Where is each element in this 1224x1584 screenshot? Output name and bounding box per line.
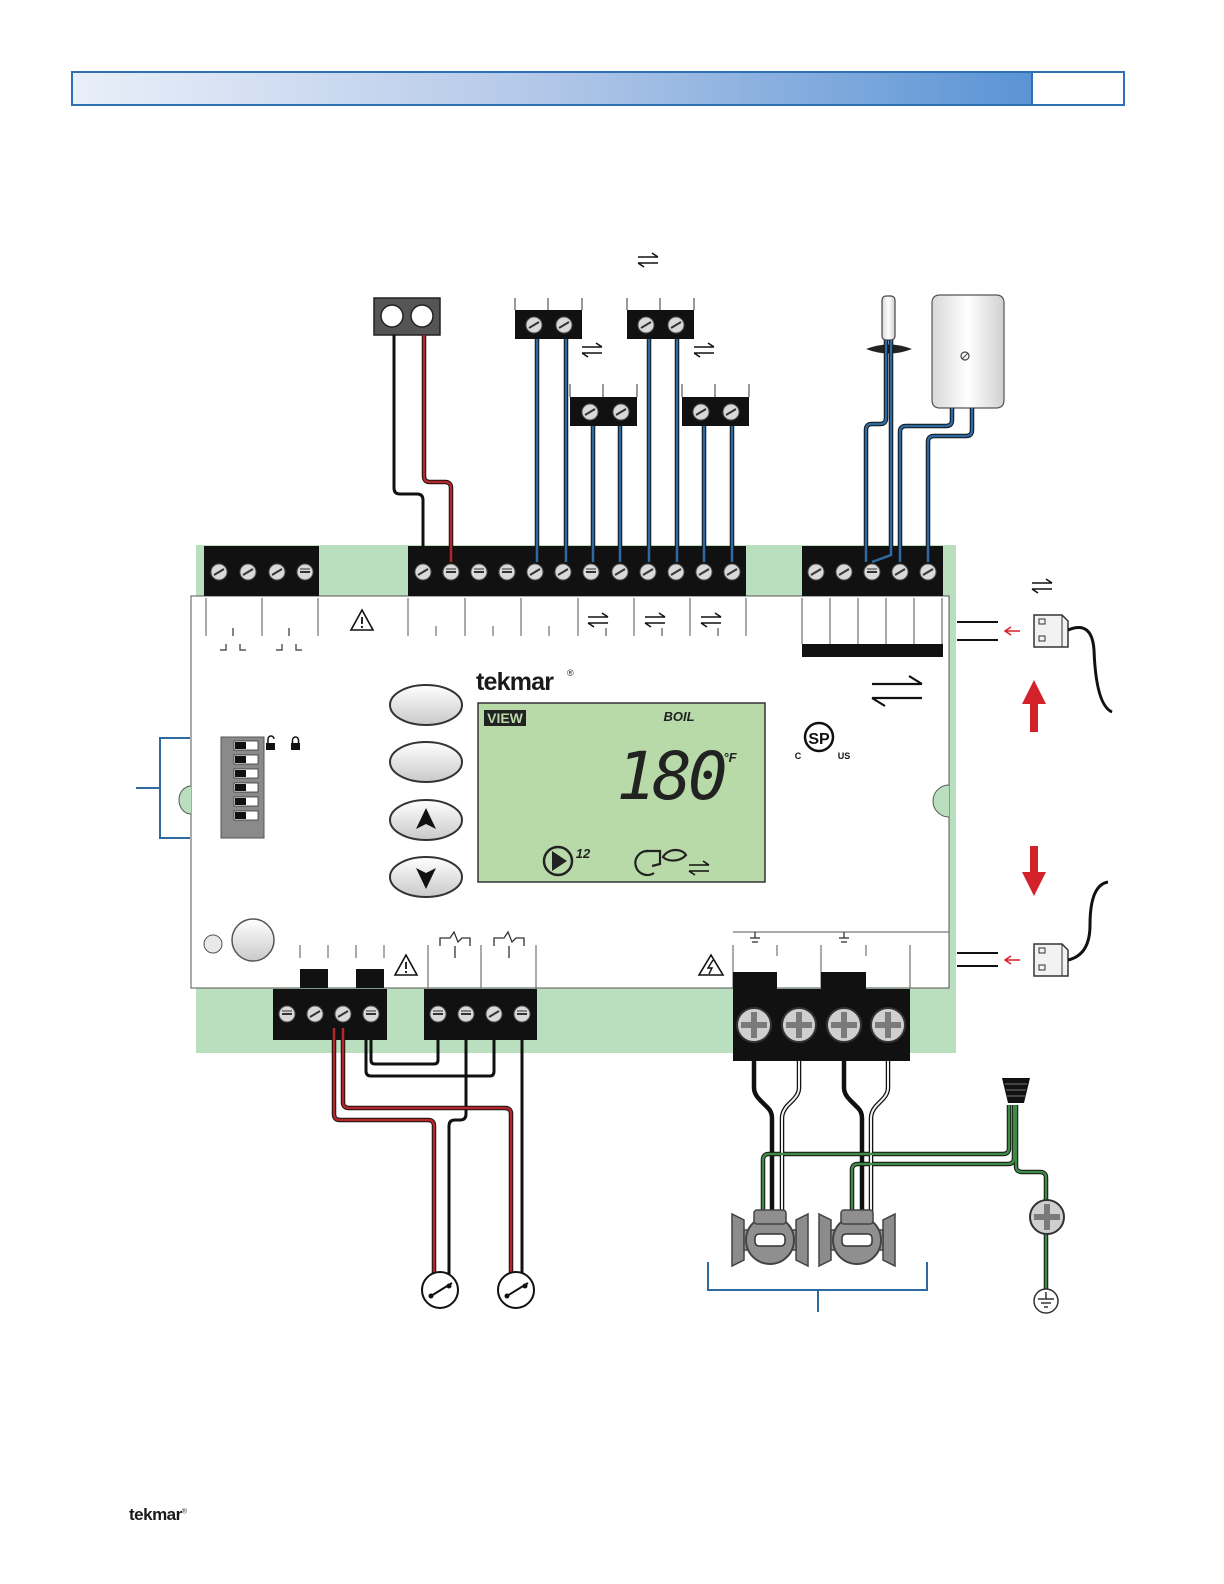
pump-2 [819, 1210, 895, 1266]
lcd-item-label: BOIL [663, 709, 694, 724]
footer-logo: tekmar® [129, 1505, 186, 1525]
lcd-value: 180 [616, 738, 724, 815]
dip-switch-block [221, 737, 264, 838]
communication-icon [638, 253, 658, 267]
menu-button[interactable] [390, 685, 462, 725]
dip-switch-bracket [136, 738, 190, 838]
ground-icon [1034, 1289, 1058, 1313]
terminal-block-top-center [408, 546, 746, 596]
test-button[interactable] [232, 919, 274, 961]
lcd-display: VIEW BOIL 180 °F 12 [478, 703, 765, 882]
pump-bracket [708, 1262, 927, 1312]
communication-icon [1032, 579, 1052, 593]
pump-digits: 12 [576, 846, 591, 861]
tn2-device-terminals [515, 298, 749, 426]
terminal-block-top-left [204, 546, 319, 596]
relay-module-top [1034, 615, 1068, 647]
csa-us: US [838, 751, 851, 761]
down-arrow-icon [1022, 846, 1046, 896]
power-led [204, 935, 222, 953]
item-button[interactable] [390, 742, 462, 782]
terminal-block-bottom-center [424, 989, 537, 1040]
terminal-block-top-right [802, 546, 943, 596]
up-arrow-icon [1022, 680, 1046, 732]
up-button[interactable] [390, 800, 462, 840]
wire-nut [1002, 1078, 1030, 1103]
lcd-mode-label: VIEW [487, 710, 524, 726]
relay-module-bottom [1034, 944, 1068, 976]
two-wire-terminal [374, 298, 440, 335]
switch-contact-1 [422, 1272, 458, 1308]
sensor-label-bar [802, 644, 943, 657]
pump-1 [732, 1210, 808, 1266]
down-button[interactable] [390, 857, 462, 897]
communication-icon [582, 343, 602, 357]
csa-letters: SP [808, 731, 830, 748]
communication-icon [694, 343, 714, 357]
csa-c: C [795, 751, 802, 761]
switch-contact-2 [498, 1272, 534, 1308]
brand-logo: tekmar [476, 668, 554, 696]
lcd-unit: °F [723, 750, 737, 765]
outdoor-sensor [932, 295, 1004, 408]
registered-mark: ® [567, 668, 574, 678]
ground-screw [1030, 1200, 1064, 1234]
